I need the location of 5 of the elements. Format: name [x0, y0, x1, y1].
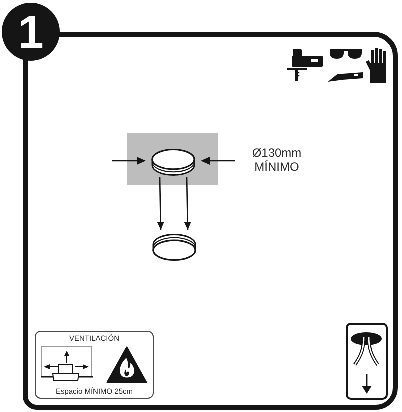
round-disc — [152, 233, 197, 262]
hole-ring — [151, 148, 196, 177]
ventilation-panel — [35, 331, 154, 399]
dimension-label: Ø130mm MÍNIMO — [251, 146, 303, 174]
step-number: 1 — [2, 3, 60, 61]
